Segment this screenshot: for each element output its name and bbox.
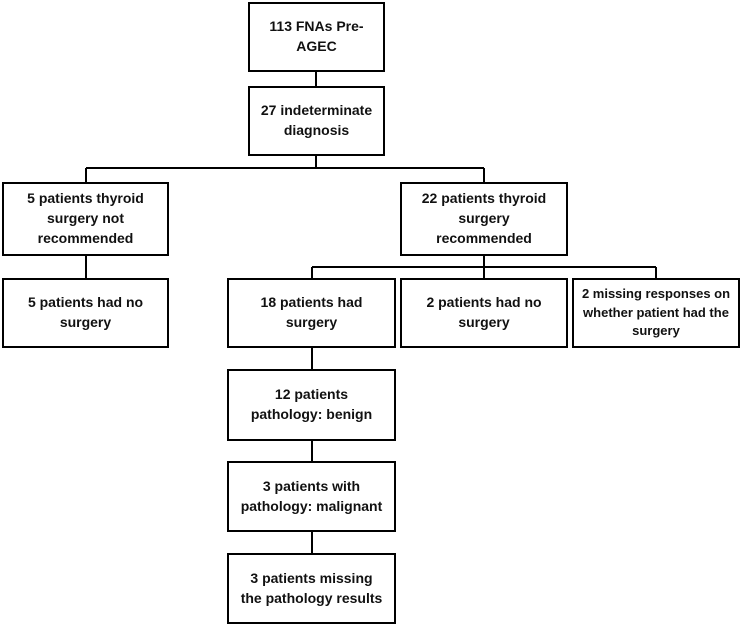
- node-fnas-pre-agec-label: 113 FNAs Pre- AGEC: [269, 18, 364, 54]
- node-no-surgery-2-label: 2 patients had no surgery: [426, 294, 542, 330]
- node-surgery-not-recommended-label: 5 patients thyroid surgery not recommend…: [27, 190, 144, 246]
- node-missing-pathology: 3 patients missing the pathology results: [227, 553, 396, 624]
- node-fnas-pre-agec: 113 FNAs Pre- AGEC: [248, 2, 385, 72]
- node-pathology-malignant-label: 3 patients with pathology: malignant: [240, 477, 383, 514]
- node-indeterminate-diagnosis: 27 indeterminate diagnosis: [248, 86, 385, 156]
- node-pathology-malignant: 3 patients with pathology: malignant: [227, 461, 396, 532]
- node-no-surgery-5: 5 patients had no surgery: [2, 278, 169, 348]
- node-pathology-benign: 12 patients pathology: benign: [227, 369, 396, 441]
- node-missing-responses: 2 missing responses on whether patient h…: [572, 278, 740, 348]
- node-no-surgery-5-label: 5 patients had no surgery: [27, 294, 144, 330]
- node-pathology-benign-label: 12 patients pathology: benign: [250, 386, 373, 422]
- node-indeterminate-diagnosis-label: 27 indeterminate diagnosis: [260, 102, 373, 138]
- node-surgery-not-recommended: 5 patients thyroid surgery not recommend…: [2, 182, 169, 256]
- node-surgery-recommended-label: 22 patients thyroid surgery recommended: [421, 190, 547, 246]
- node-had-surgery-18: 18 patients had surgery: [227, 278, 396, 348]
- node-surgery-recommended: 22 patients thyroid surgery recommended: [400, 182, 568, 256]
- node-missing-responses-label: 2 missing responses on whether patient h…: [581, 286, 731, 339]
- node-no-surgery-2: 2 patients had no surgery: [400, 278, 568, 348]
- node-had-surgery-18-label: 18 patients had surgery: [260, 294, 363, 330]
- node-missing-pathology-label: 3 patients missing the pathology results: [240, 569, 383, 606]
